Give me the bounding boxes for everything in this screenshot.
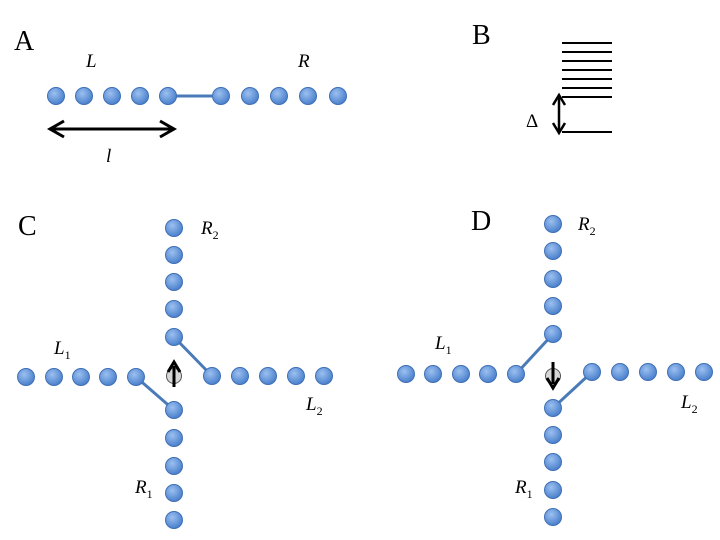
site [165,401,183,419]
site [424,365,442,383]
site [165,219,183,237]
left-chain [47,87,177,105]
site [544,426,562,444]
panel-a: A L R l [14,26,347,167]
panel-d: D [397,206,713,526]
site [72,368,90,386]
site [241,87,259,105]
site [259,367,277,385]
site [544,270,562,288]
r2-label: R2 [577,214,596,238]
site [75,87,93,105]
site [165,511,183,529]
site [667,363,685,381]
site [544,297,562,315]
energy-levels [562,42,612,133]
length-arrow [46,119,178,139]
site [212,87,230,105]
site [99,368,117,386]
site [17,368,35,386]
l1-label: L1 [53,338,71,362]
right-chain-label: R [297,51,310,72]
panel-d-label: D [471,206,491,237]
site [544,399,562,417]
site [452,365,470,383]
site [479,365,497,383]
site [165,457,183,475]
site [270,87,288,105]
spin-up-icon [166,359,182,387]
panel-c-label: C [18,211,37,242]
l2-chain [203,367,333,385]
site [127,368,145,386]
site [544,242,562,260]
site [287,367,305,385]
site [131,87,149,105]
gap-arrow [551,92,567,136]
l1-label: L1 [434,333,452,357]
site [159,87,177,105]
l2-label: L2 [305,394,323,418]
site [165,484,183,502]
site [544,215,562,233]
r1-chain [544,399,562,526]
site [45,368,63,386]
l2-chain [583,363,713,381]
site [329,87,347,105]
site [639,363,657,381]
site [544,325,562,343]
site [397,365,415,383]
site [103,87,121,105]
panel-b-label: B [472,20,491,51]
r1-label: R1 [514,477,533,501]
site [165,273,183,291]
r1-label: R1 [134,477,153,501]
spin-down-icon [545,362,561,391]
site [507,365,525,383]
bond-upper [514,332,555,376]
panel-c: C [17,211,333,529]
right-chain [212,87,347,105]
site [695,363,713,381]
bond-upper [172,335,214,378]
l1-chain [397,365,525,383]
site [231,367,249,385]
r2-chain [544,215,562,343]
site [315,367,333,385]
r2-chain [165,219,183,346]
site [299,87,317,105]
site [544,453,562,471]
length-label: l [106,146,111,167]
site [165,246,183,264]
site [544,508,562,526]
site [611,363,629,381]
site [165,429,183,447]
site [47,87,65,105]
gap-label: Δ [526,111,538,132]
r2-label: R2 [200,218,219,242]
panel-b: B Δ [472,20,612,136]
site [165,300,183,318]
panel-a-label: A [14,26,35,57]
site [544,481,562,499]
left-chain-label: L [85,51,97,72]
site [583,363,601,381]
l1-chain [17,368,145,386]
r1-chain [165,401,183,529]
site [203,367,221,385]
site [165,328,183,346]
l2-label: L2 [680,392,698,416]
